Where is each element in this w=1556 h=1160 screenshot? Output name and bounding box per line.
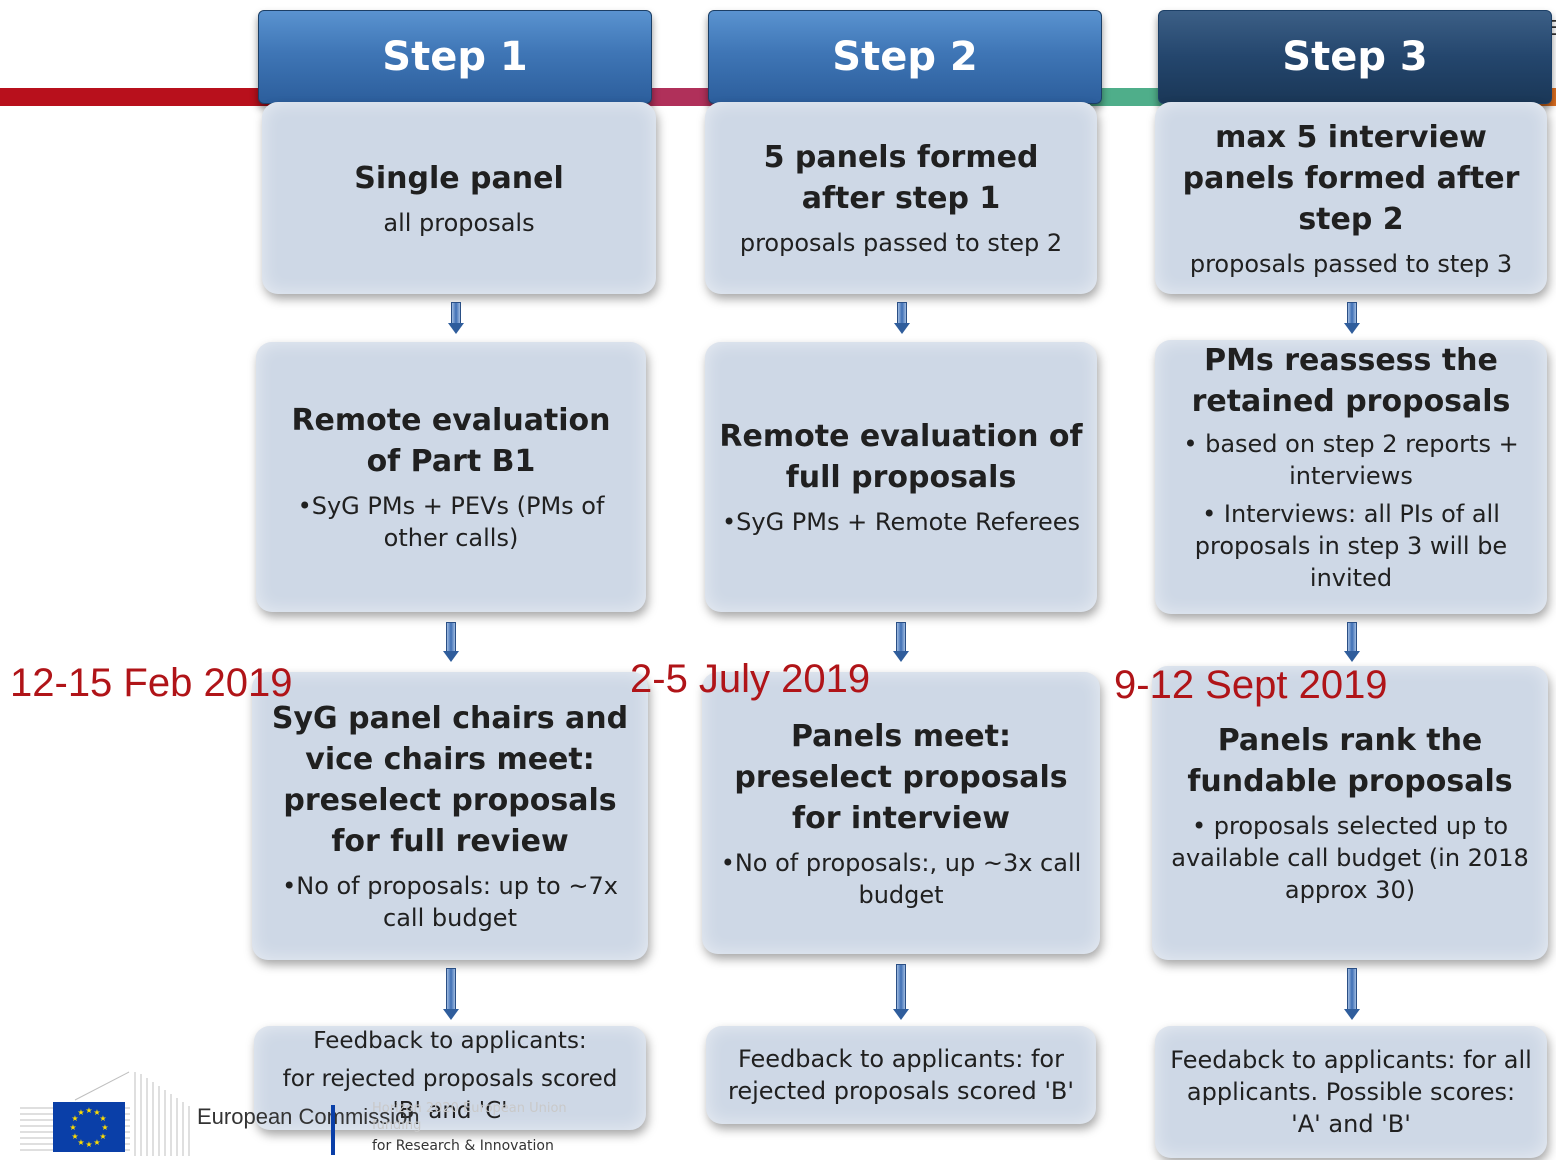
- svg-text:★: ★: [99, 1114, 106, 1123]
- top-band-green: [1090, 88, 1170, 106]
- svg-text:★: ★: [69, 1123, 76, 1132]
- logo-divider: [331, 1105, 335, 1155]
- step3-ranking-bullet: • proposals selected up to available cal…: [1171, 812, 1529, 904]
- step1-feedback-box: Feedback to applicants: for rejected pro…: [254, 1026, 646, 1130]
- svg-text:★: ★: [71, 1132, 78, 1141]
- eu-flag-icon: ★★★ ★★★ ★★★ ★★★: [53, 1102, 125, 1152]
- step1-date: 12-15 Feb 2019: [10, 661, 293, 705]
- step1-evaluation-bullet: •SyG PMs + PEVs (PMs of other calls): [297, 492, 605, 552]
- step3-panel-sub: proposals passed to step 3: [1189, 249, 1513, 278]
- step1-evaluation-title: Remote evaluation of Part B1: [291, 403, 611, 479]
- step1-meeting-title: SyG panel chairs and vice chairs meet: p…: [271, 701, 629, 859]
- step2-evaluation-title: Remote evaluation of full proposals: [719, 419, 1083, 495]
- step3-date: 9-12 Sept 2019: [1114, 663, 1388, 707]
- step1-header: Step 1: [258, 10, 652, 104]
- step3-panel-title: max 5 interview panels formed after step…: [1182, 119, 1520, 237]
- step1-panel-sub: all proposals: [383, 208, 535, 237]
- step3-feedback-text: Feedabck to applicants: for all applican…: [1170, 1046, 1532, 1138]
- european-commission-logo: ★★★ ★★★ ★★★ ★★★ European Commission Hori…: [15, 1070, 575, 1160]
- step3-arrow-2: [1344, 622, 1360, 662]
- step1-feedback-line1: Feedback to applicants:: [313, 1028, 587, 1054]
- step1-panel-box: Single panel all proposals: [262, 102, 656, 294]
- step1-feedback-line2: for rejected proposals scored 'B' and 'C…: [282, 1066, 618, 1124]
- step3-arrow-3: [1344, 968, 1360, 1020]
- step1-evaluation-box: Remote evaluation of Part B1 •SyG PMs + …: [256, 342, 646, 612]
- svg-text:★: ★: [101, 1123, 108, 1132]
- step3-panel-box: max 5 interview panels formed after step…: [1155, 102, 1547, 294]
- step2-panel-sub: proposals passed to step 2: [739, 229, 1063, 257]
- logo-programme: for Research & Innovation: [372, 1138, 554, 1154]
- step3-feedback-box: Feedabck to applicants: for all applican…: [1155, 1026, 1547, 1158]
- step3-header: Step 3: [1158, 10, 1552, 104]
- logo-programme-faint: Horizon 2020 European Union funding: [372, 1101, 567, 1133]
- svg-text:★: ★: [71, 1114, 78, 1123]
- step2-panel-box: 5 panels formed after step 1 proposals p…: [705, 102, 1097, 294]
- step2-meeting-bullet: •No of proposals:, up ~3x call budget: [720, 848, 1082, 909]
- step3-arrow-1: [1344, 302, 1360, 334]
- step2-evaluation-box: Remote evaluation of full proposals •SyG…: [705, 342, 1097, 612]
- step2-date: 2-5 July 2019: [630, 657, 871, 701]
- step2-panel-title: 5 panels formed after step 1: [763, 140, 1039, 216]
- step1-meeting-box: SyG panel chairs and vice chairs meet: p…: [252, 672, 648, 960]
- step2-evaluation-bullet: •SyG PMs + Remote Referees: [721, 508, 1081, 536]
- step2-arrow-1: [894, 302, 910, 334]
- step3-reassess-bullet2: • Interviews: all PIs of all proposals i…: [1194, 500, 1508, 592]
- step2-arrow-3: [893, 964, 909, 1020]
- svg-text:★: ★: [93, 1138, 100, 1147]
- step1-arrow-2: [443, 622, 459, 662]
- svg-text:★: ★: [99, 1132, 106, 1141]
- step1-arrow-1: [448, 302, 464, 334]
- step2-feedback-text: Feedback to applicants: for rejected pro…: [728, 1045, 1074, 1105]
- svg-text:★: ★: [77, 1138, 84, 1147]
- step2-arrow-2: [893, 622, 909, 662]
- step1-meeting-bullet: •No of proposals: up to ~7x call budget: [282, 872, 618, 932]
- step3-reassess-title: PMs reassess the retained proposals: [1191, 343, 1511, 419]
- logo-org-name: European Commission: [197, 1104, 420, 1129]
- step2-feedback-box: Feedback to applicants: for rejected pro…: [706, 1026, 1096, 1124]
- step2-header: Step 2: [708, 10, 1102, 104]
- step3-reassess-bullet1: • based on step 2 reports + interviews: [1183, 430, 1519, 490]
- step3-ranking-box: Panels rank the fundable proposals • pro…: [1152, 666, 1548, 960]
- step1-arrow-3: [443, 968, 459, 1020]
- step2-meeting-box: Panels meet: preselect proposals for int…: [702, 672, 1100, 954]
- svg-text:★: ★: [93, 1108, 100, 1117]
- step3-ranking-title: Panels rank the fundable proposals: [1187, 723, 1513, 799]
- step2-meeting-title: Panels meet: preselect proposals for int…: [734, 718, 1068, 836]
- svg-text:★: ★: [85, 1106, 92, 1115]
- step3-reassess-box: PMs reassess the retained proposals • ba…: [1155, 340, 1547, 614]
- svg-text:★: ★: [85, 1140, 92, 1149]
- svg-text:★: ★: [77, 1108, 84, 1117]
- step1-panel-title: Single panel: [354, 160, 564, 196]
